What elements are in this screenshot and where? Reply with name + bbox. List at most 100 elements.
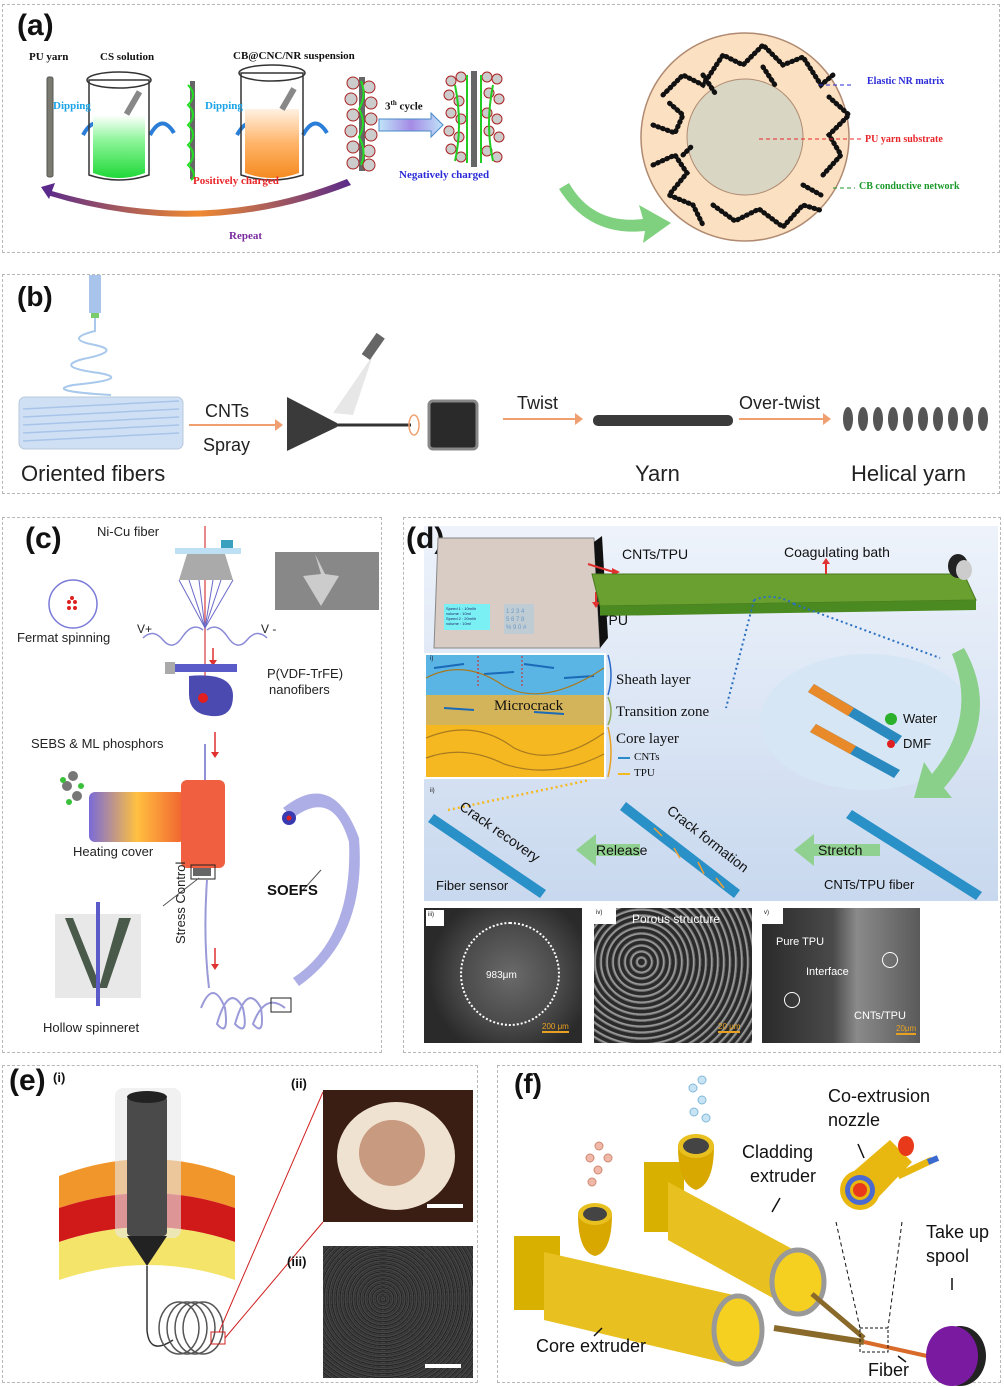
elastic-nr-matrix-label: Elastic NR matrix [867, 76, 945, 87]
ni-cu-fiber-label: Ni-Cu fiber [97, 524, 160, 539]
cycle-sup: th [390, 99, 397, 107]
nanofiber-roll [189, 675, 233, 717]
mandrel [171, 664, 237, 672]
sheath-layer-label: Sheath layer [616, 672, 691, 688]
scale-bar-label-3: 20μm [896, 1024, 917, 1035]
yarn-cross-section [640, 32, 861, 242]
spray-label: Spray [203, 435, 251, 455]
cnts-tpu-fiber-label: CNTs/TPU fiber [824, 877, 915, 892]
hollow-spinneret-label: Hollow spinneret [43, 1020, 140, 1035]
fiber-label: Fiber [868, 1360, 910, 1380]
multilayer-yarn [443, 71, 505, 167]
panel-a-label: (a) [17, 9, 54, 42]
take-up-label-2: spool [926, 1246, 970, 1266]
keypad-row[interactable]: 5 6 7 8 [506, 617, 525, 623]
cladding-label-1: Cladding [742, 1142, 814, 1162]
pump-screen-line: Speed 1 : 10ml/h [446, 606, 477, 611]
preform-rod [127, 1096, 167, 1236]
cladding-barrel [668, 1182, 798, 1312]
yarn-rod [593, 415, 733, 426]
over-twist-label: Over-twist [739, 393, 820, 413]
cycle-number: 3 [385, 100, 391, 113]
oriented-fibers-mat [18, 396, 184, 450]
soefs-label: SOEFS [267, 882, 318, 899]
pvdf-label-2: nanofibers [269, 682, 330, 697]
crack-formation-rod [620, 802, 740, 898]
sem-image-v: v) Pure TPU Interface CNTs/TPU 20μm [762, 908, 920, 1043]
sub-label-iii: iii) [426, 910, 444, 926]
heating-cover [89, 792, 185, 842]
core-layer-label: Core layer [616, 731, 679, 747]
take-up-label-1: Take up [926, 1222, 990, 1242]
co-extrusion-label-1: Co-extrusion [828, 1086, 931, 1106]
co-extrusion-label-2: nozzle [828, 1110, 881, 1130]
scale-bar-ii [427, 1204, 463, 1208]
cs-solution-label: CS solution [100, 51, 155, 63]
fiber-sensor-rod [428, 814, 546, 898]
spray-gun [361, 332, 385, 360]
fiber-coil [158, 1301, 224, 1355]
sub-label-e-i: (i) [53, 1070, 66, 1085]
beaker-suspension [240, 72, 304, 181]
panel-f-label: (f) [514, 1068, 542, 1099]
cladding-label-2: extruder [750, 1166, 817, 1186]
pump-screen: Speed 1 : 10ml/h volume : 10ml Speed 2 :… [446, 606, 476, 626]
keypad-row[interactable]: % 9 0 # [506, 625, 527, 631]
negatively-charged-label: Negatively charged [399, 169, 490, 181]
release-label: Release [596, 842, 648, 858]
keypad-row[interactable]: 1 2 3 4 [506, 609, 525, 615]
fiber-fan [287, 397, 337, 451]
heating-cover-label: Heating cover [73, 844, 154, 859]
dmf-legend-dot [887, 740, 895, 748]
dip-arrow-4 [301, 121, 329, 137]
twist-label: Twist [517, 393, 559, 413]
fermat-spinning-label: Fermat spinning [17, 630, 111, 645]
take-up-spool [926, 1326, 978, 1386]
cnts-tpu-fiber-rod [846, 810, 982, 900]
microcrack-label: Microcrack [494, 698, 564, 714]
fiber-sensor-label: Fiber sensor [436, 878, 509, 893]
sub-label-e-iii: (iii) [287, 1254, 307, 1269]
sub-label-iv: iv) [594, 908, 617, 924]
v-minus-label: V - [261, 622, 277, 636]
yarn-label: Yarn [635, 461, 680, 486]
core-extruder-label: Core extruder [536, 1336, 647, 1356]
beaker-cs [88, 79, 150, 181]
scale-bar-label-2: 20 μm [718, 1022, 741, 1033]
sub-label-i: i) [430, 656, 434, 662]
pump-keypad: 1 2 3 4 5 6 7 8 % 9 0 # [506, 608, 526, 632]
drawn-fiber-f [863, 1340, 937, 1360]
cnts-label: CNTs [205, 401, 249, 421]
panel-e-illustration [59, 1088, 324, 1355]
panel-e-label: (e) [9, 1064, 46, 1097]
sebs-label: SEBS & ML phosphors [31, 736, 164, 751]
dipping-label-2: Dipping [205, 100, 243, 112]
helical-yarn [843, 407, 988, 431]
cnts-tpu-region-label: CNTs/TPU [854, 1010, 906, 1022]
stress-control-label: Stress Control [173, 861, 188, 944]
sub-label-ii: ii) [430, 788, 435, 794]
panel-a: (a) [2, 4, 1000, 253]
cycle-arrow [378, 111, 444, 139]
panel-b-illustration [18, 275, 988, 451]
pu-yarn-substrate-label: PU yarn substrate [865, 134, 943, 145]
spinning-funnel [179, 554, 233, 580]
water-label: Water [903, 711, 938, 726]
spinning-plate [175, 548, 241, 554]
panel-c-label: (c) [25, 522, 62, 555]
coagulating-bath-label: Coagulating bath [784, 544, 890, 560]
stretch-label: Stretch [818, 842, 863, 858]
soefs-fiber [283, 793, 360, 986]
panel-b: (b) CNTs Spray Oriented fibers Twist Yar… [2, 274, 1000, 494]
pump-screen-line: Speed 2 : 20ml/h [446, 616, 477, 621]
panel-d-illustration [424, 536, 982, 900]
panel-b-label: (b) [17, 281, 53, 312]
scale-bar-iii [425, 1364, 461, 1368]
rotation-ring [408, 414, 420, 436]
pump-screen-line: volume : 10ml [446, 621, 471, 626]
panel-e: (e) (i) (ii) (iii) [2, 1064, 478, 1383]
nozzle-zoom-box [859, 1327, 889, 1353]
spray-cone [333, 355, 373, 415]
sem-image-iii: iii) 983μm 200 μm [424, 908, 582, 1043]
legend-cnts-label: CNTs [634, 751, 660, 763]
